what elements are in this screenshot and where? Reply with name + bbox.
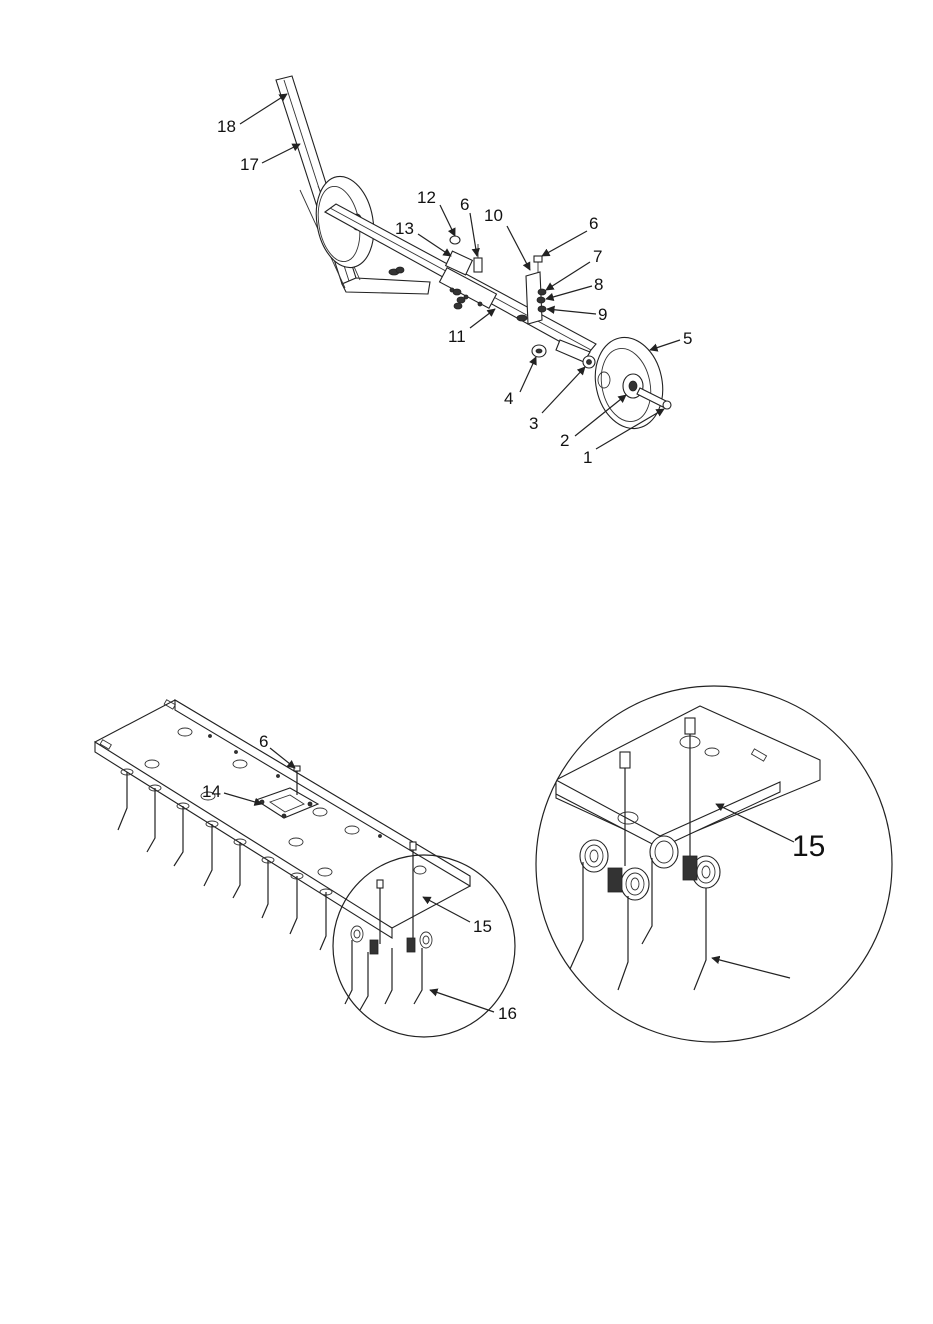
detail-enlargement: 15	[536, 686, 892, 1042]
callout-2: 2	[560, 431, 569, 450]
callout-17: 17	[240, 155, 259, 174]
rake-frame-assembly: 6 14 15 16	[95, 700, 517, 1037]
callout-6-left: 6	[460, 195, 469, 214]
callout-6-right: 6	[589, 214, 598, 233]
spring-detail-left	[580, 840, 649, 900]
callout-12: 12	[417, 188, 436, 207]
callout-14: 14	[202, 782, 221, 801]
handle-axle-assembly: 18 17 12 13 6 10 6 7 8 9 11 5 4 3 2 1	[217, 76, 692, 467]
callout-16: 16	[498, 1004, 517, 1023]
callout-10: 10	[484, 206, 503, 225]
callout-7: 7	[593, 247, 602, 266]
callout-13: 13	[395, 219, 414, 238]
callout-6-bottom: 6	[259, 732, 268, 751]
callout-15-small: 15	[473, 917, 492, 936]
callout-11: 11	[448, 327, 466, 346]
spring-detail-right	[650, 836, 720, 888]
callout-15-large: 15	[792, 830, 825, 863]
callout-5: 5	[683, 329, 692, 348]
callout-1: 1	[583, 448, 592, 467]
callout-4: 4	[504, 389, 513, 408]
callout-8: 8	[594, 275, 603, 294]
callout-18: 18	[217, 117, 236, 136]
callout-9: 9	[598, 305, 607, 324]
callout-3: 3	[529, 414, 538, 433]
